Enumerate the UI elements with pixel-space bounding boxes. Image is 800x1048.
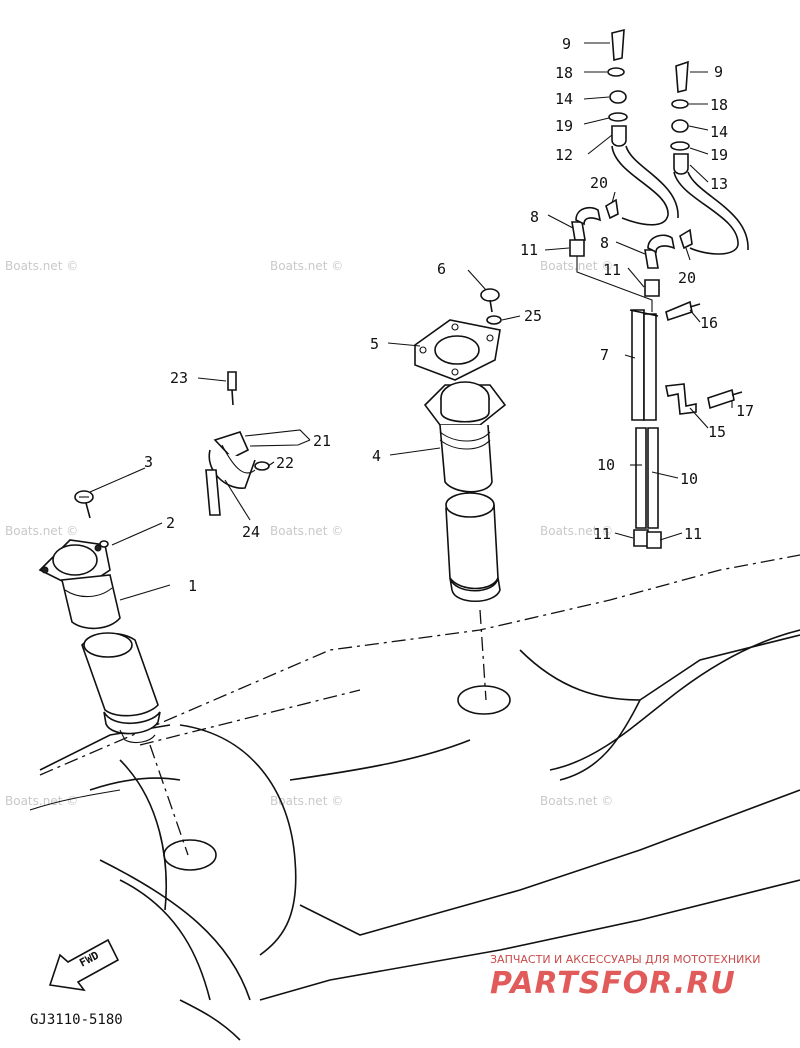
part-25-washer bbox=[486, 315, 502, 325]
callout-10: 10 bbox=[680, 470, 698, 488]
watermark: Boats.net © bbox=[5, 524, 78, 538]
callout-22: 22 bbox=[276, 454, 294, 472]
callout-12: 12 bbox=[555, 146, 573, 164]
callout-20: 20 bbox=[590, 174, 608, 192]
callout-8: 8 bbox=[530, 208, 539, 226]
callout-labels: 9 18 14 19 12 9 18 14 19 13 20 8 8 20 11… bbox=[144, 35, 754, 595]
part-19-clip-left bbox=[608, 112, 628, 122]
part-18-clip-right bbox=[671, 99, 689, 109]
part-18-clip-left bbox=[607, 67, 625, 77]
callout-23: 23 bbox=[170, 369, 188, 387]
callout-14: 14 bbox=[555, 90, 573, 108]
callout-21: 21 bbox=[313, 432, 331, 450]
part-20-clip-right bbox=[679, 228, 693, 250]
part-8-elbow-left bbox=[571, 206, 602, 241]
part-4-filler-pipe bbox=[423, 381, 507, 602]
part-10-tubes bbox=[635, 427, 659, 529]
brand-tagline: ЗАПЧАСТИ И АКСЕССУАРЫ ДЛЯ МОТОТЕХНИКИ bbox=[490, 953, 760, 966]
callout-8: 8 bbox=[600, 234, 609, 252]
part-15-bracket bbox=[665, 383, 697, 415]
center-lines bbox=[149, 609, 487, 856]
callout-16: 16 bbox=[700, 314, 718, 332]
part-17-clip bbox=[707, 388, 743, 410]
callout-1: 1 bbox=[188, 577, 197, 595]
callout-14: 14 bbox=[710, 123, 728, 141]
part-11-caps-top bbox=[569, 239, 660, 312]
part-9-hose-end-right bbox=[675, 60, 689, 94]
part-7-vent-tube bbox=[629, 309, 659, 421]
callout-9: 9 bbox=[562, 35, 571, 53]
callout-11: 11 bbox=[520, 241, 538, 259]
part-5-gasket bbox=[414, 319, 501, 381]
callout-13: 13 bbox=[710, 175, 728, 193]
part-8-elbow-right bbox=[644, 234, 676, 269]
watermark: Boats.net © bbox=[5, 259, 78, 273]
watermark: Boats.net © bbox=[270, 259, 343, 273]
part-24-tie bbox=[205, 469, 221, 516]
watermark: Boats.net © bbox=[270, 794, 343, 808]
callout-11: 11 bbox=[593, 525, 611, 543]
callout-25: 25 bbox=[524, 307, 542, 325]
part-16-clip bbox=[665, 300, 701, 322]
hull-outline bbox=[29, 554, 800, 1041]
part-9-hose-end-left bbox=[611, 28, 625, 62]
callout-3: 3 bbox=[144, 453, 153, 471]
callout-19: 19 bbox=[555, 117, 573, 135]
callout-2: 2 bbox=[166, 514, 175, 532]
part-19-clip-right bbox=[670, 141, 690, 151]
watermark: Boats.net © bbox=[270, 524, 343, 538]
callout-6: 6 bbox=[437, 260, 446, 278]
watermark: Boats.net © bbox=[540, 524, 613, 538]
callout-5: 5 bbox=[370, 335, 379, 353]
callout-7: 7 bbox=[600, 346, 609, 364]
fwd-arrow: FWD bbox=[48, 938, 120, 992]
callout-11: 11 bbox=[603, 261, 621, 279]
part-2-washer bbox=[99, 540, 109, 548]
watermark: Boats.net © bbox=[540, 794, 613, 808]
callout-18: 18 bbox=[710, 96, 728, 114]
part-22-nut bbox=[254, 461, 270, 471]
leader-lines bbox=[89, 42, 733, 601]
callout-17: 17 bbox=[736, 402, 754, 420]
part-23-bolt bbox=[227, 371, 237, 406]
callout-11: 11 bbox=[684, 525, 702, 543]
callout-18: 18 bbox=[555, 64, 573, 82]
callout-24: 24 bbox=[242, 523, 260, 541]
watermarks: Boats.net © Boats.net © Boats.net © Boat… bbox=[5, 259, 613, 808]
diagram-code: GJ3110-5180 bbox=[30, 1012, 123, 1028]
watermark: Boats.net © bbox=[5, 794, 78, 808]
callout-20: 20 bbox=[678, 269, 696, 287]
part-6-bolt bbox=[480, 288, 500, 313]
callout-19: 19 bbox=[710, 146, 728, 164]
callout-10: 10 bbox=[597, 456, 615, 474]
callout-4: 4 bbox=[372, 447, 381, 465]
brand-name: PARTSFOR.RU bbox=[490, 966, 736, 1001]
callout-9: 9 bbox=[714, 63, 723, 81]
part-14-grommet-right bbox=[671, 119, 689, 133]
part-3-screw bbox=[74, 490, 94, 519]
part-21-clamp bbox=[208, 431, 256, 489]
part-12-hose bbox=[611, 125, 679, 226]
brand-logo: ЗАПЧАСТИ И АКСЕССУАРЫ ДЛЯ МОТОТЕХНИКИ PA… bbox=[490, 953, 760, 1001]
part-14-grommet-left bbox=[609, 90, 627, 104]
part-1-filler-neck bbox=[38, 539, 161, 744]
part-13-hose bbox=[673, 153, 749, 255]
callout-15: 15 bbox=[708, 423, 726, 441]
part-11-caps-bottom bbox=[633, 529, 662, 549]
